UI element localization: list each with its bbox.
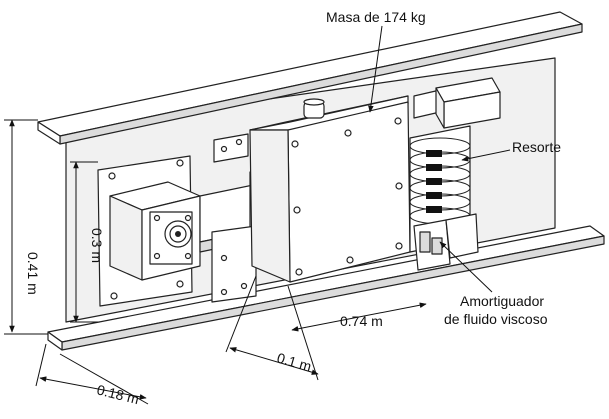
- dim-depth: 0.18 m: [35, 343, 149, 407]
- dim-depth-label: 0.18 m: [95, 381, 140, 407]
- damper: [413, 213, 479, 271]
- dim-height-outer-label: 0.41 m: [25, 252, 41, 295]
- dim-length-label: 0.74 m: [340, 313, 383, 329]
- damper-leader: Amortiguador de fluido viscoso: [439, 241, 548, 327]
- dim-height-inner-label: 0.3 m: [89, 228, 105, 263]
- spring-assembly: [409, 77, 501, 253]
- dim-length: 0.74 m: [291, 302, 427, 332]
- top-flange: [37, 11, 583, 145]
- dim-height-outer: 0.41 m: [4, 119, 48, 335]
- spring-label: Resorte: [512, 139, 561, 155]
- mass-label: Masa de 174 kg: [326, 9, 426, 25]
- damper-label-line2: de fluido viscoso: [444, 311, 548, 327]
- spring-leader: Resorte: [461, 139, 561, 162]
- mass-leader: Masa de 174 kg: [326, 9, 426, 113]
- actuator-housing: [109, 181, 201, 281]
- dim-width-label: 0.1 m: [275, 350, 313, 375]
- damper-label-line1: Amortiguador: [460, 293, 544, 309]
- dim-height-inner: 0.3 m: [70, 161, 105, 323]
